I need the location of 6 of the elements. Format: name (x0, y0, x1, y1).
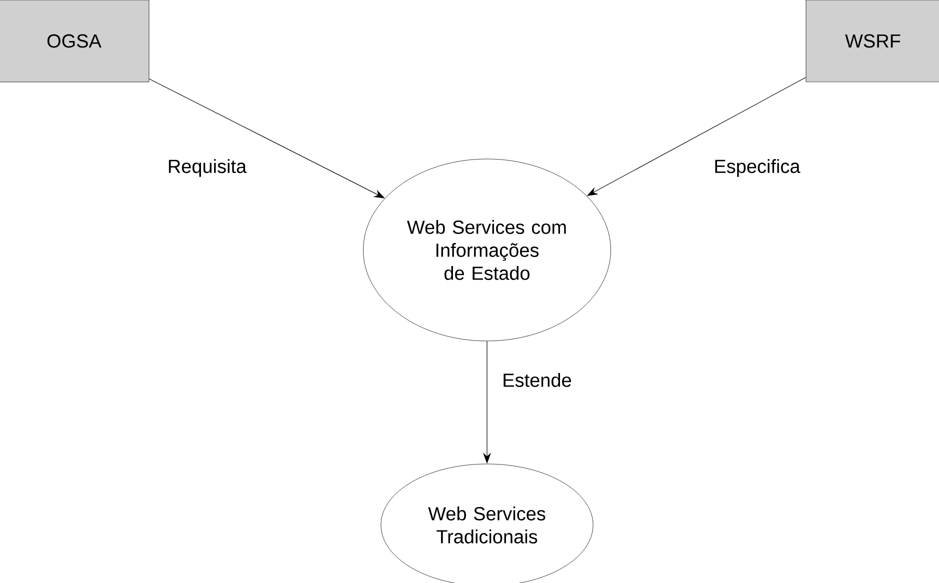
ellipse-node: Web Services com Informações de Estado (363, 158, 611, 342)
edge-label: Especifica (712, 158, 802, 178)
edge-label: Estende (501, 372, 573, 388)
process-box: OGSA (0, 0, 150, 82)
edge-label: Requisita (166, 158, 248, 178)
process-box: WSRF (806, 0, 939, 82)
